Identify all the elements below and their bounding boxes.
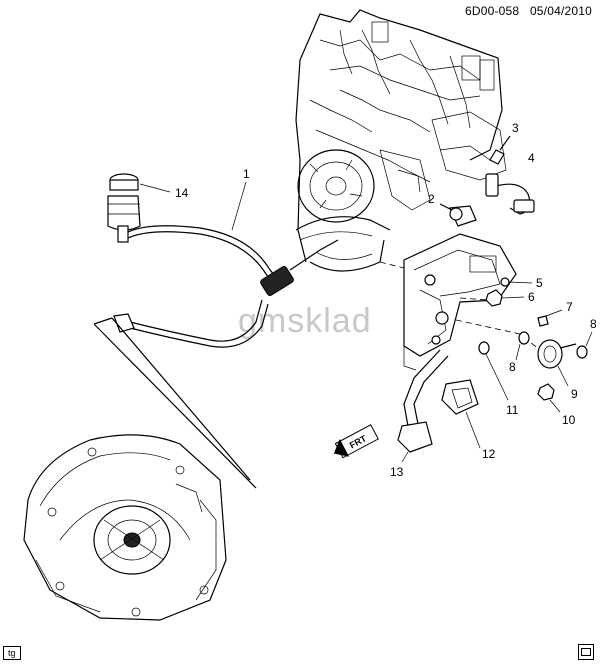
callouts: 1 2 3 4 5 6 7 8 8 9 10 11 12 13 14 — [175, 121, 597, 479]
part-7-clip — [537, 309, 563, 327]
transmission-housing — [23, 434, 227, 621]
part-5-nut — [500, 277, 533, 287]
callout-4: 4 — [528, 151, 535, 165]
part-1-hydraulic-line — [113, 181, 339, 348]
callout-10: 10 — [562, 413, 576, 427]
callout-8-left: 8 — [509, 360, 516, 374]
part-13-clutch-pedal — [397, 349, 449, 463]
catalog-icon — [578, 644, 594, 660]
callout-12: 12 — [482, 447, 496, 461]
part-12-pedal-pad — [441, 379, 481, 449]
part-3-bolt — [489, 135, 511, 165]
callout-6: 6 — [528, 290, 535, 304]
pedal-bracket — [379, 233, 541, 371]
part-9-spring — [537, 339, 577, 387]
callout-9: 9 — [571, 387, 578, 401]
callout-5: 5 — [536, 276, 543, 290]
callout-8-right: 8 — [590, 317, 597, 331]
diagram-date: 05/04/2010 — [529, 4, 592, 18]
part-6-nut — [485, 289, 525, 307]
part-8-bushing-right — [576, 331, 593, 359]
callout-11: 11 — [506, 403, 519, 417]
part-8-bushing-left — [515, 331, 530, 361]
front-direction-arrow: FRT — [333, 424, 379, 459]
callout-7: 7 — [566, 300, 573, 314]
callout-3: 3 — [512, 121, 519, 135]
diagram-header: 6D00-058 05/04/2010 — [465, 4, 592, 18]
body-structure — [295, 9, 507, 263]
connector-leaders — [93, 317, 257, 489]
part-14-reservoir — [107, 173, 171, 243]
callout-14: 14 — [175, 186, 189, 200]
part-10-nut — [537, 383, 561, 413]
part-11-bushing — [478, 341, 509, 401]
callout-1: 1 — [243, 167, 250, 181]
part-4-harness — [485, 173, 535, 215]
footer-tag: tg — [3, 646, 21, 660]
booster-mount — [295, 149, 391, 272]
part-2-switch — [439, 203, 477, 227]
diagram-code: 6D00-058 — [464, 4, 520, 18]
callout-13: 13 — [390, 465, 404, 479]
callout-2: 2 — [428, 192, 435, 206]
